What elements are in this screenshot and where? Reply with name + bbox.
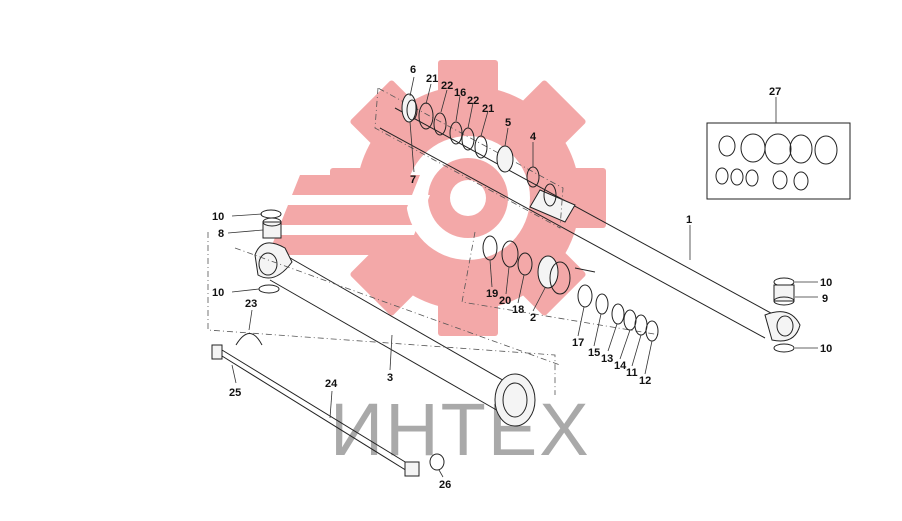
cylinder-tube — [254, 242, 536, 427]
piston-rod — [379, 107, 781, 339]
callout-14: 14 — [614, 360, 627, 372]
rod-end-eye — [764, 277, 801, 353]
callout-24: 24 — [325, 378, 338, 390]
left-frame — [207, 232, 556, 395]
callout-17: 17 — [572, 337, 584, 349]
seal-kit-box — [706, 122, 851, 200]
callout-13: 13 — [601, 353, 613, 365]
callout-labels: 6 21 22 16 22 21 5 4 7 27 1 10 8 10 19 2… — [212, 64, 832, 491]
callout-2: 2 — [530, 312, 536, 324]
callout-21: 21 — [482, 103, 494, 115]
callout-7: 7 — [410, 174, 416, 186]
callout-6: 6 — [410, 64, 416, 76]
callout-5: 5 — [505, 117, 511, 129]
callout-16: 16 — [454, 87, 466, 99]
callout-10: 10 — [212, 287, 224, 299]
callout-21: 21 — [426, 73, 438, 85]
callout-25: 25 — [229, 387, 241, 399]
callout-10: 10 — [820, 343, 832, 355]
callout-15: 15 — [588, 347, 600, 359]
callout-22: 22 — [441, 80, 453, 92]
callout-10: 10 — [212, 211, 224, 223]
callout-19: 19 — [486, 288, 498, 300]
callout-1: 1 — [686, 214, 692, 226]
callout-27: 27 — [769, 86, 781, 98]
callout-4: 4 — [530, 131, 537, 143]
callout-3: 3 — [387, 372, 393, 384]
callout-12: 12 — [639, 375, 651, 387]
callout-11: 11 — [626, 367, 638, 379]
pipe-assembly — [211, 333, 445, 477]
callout-26: 26 — [439, 479, 451, 491]
watermark-text: ИНТЕХ — [330, 388, 591, 471]
callout-20: 20 — [499, 295, 511, 307]
leader-lines — [227, 76, 818, 478]
callout-18: 18 — [512, 304, 524, 316]
callout-8: 8 — [218, 228, 224, 240]
callout-22: 22 — [467, 95, 479, 107]
callout-10: 10 — [820, 277, 832, 289]
callout-9: 9 — [822, 293, 828, 305]
callout-23: 23 — [245, 298, 257, 310]
